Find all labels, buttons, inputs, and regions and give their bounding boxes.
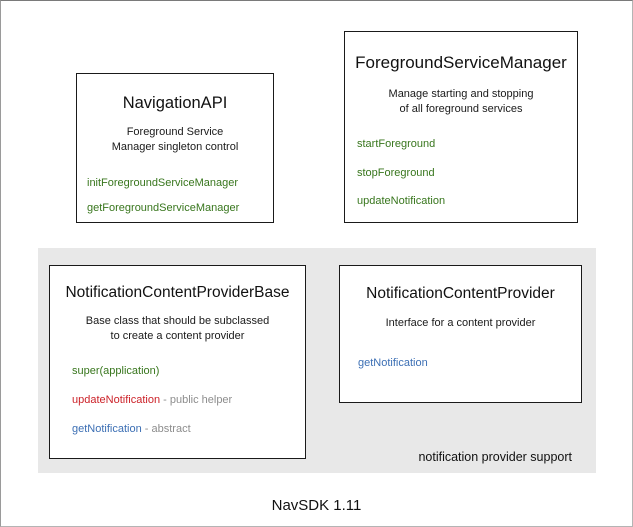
- class-box-navigation-api[interactable]: NavigationAPI Foreground Service Manager…: [76, 73, 274, 223]
- class-description-line: Foreground Service: [126, 126, 224, 139]
- member-list-notification-content-provider-base: super(application) updateNotification - …: [50, 364, 305, 437]
- class-title-notification-content-provider-base: NotificationContentProviderBase: [65, 284, 290, 301]
- member-row[interactable]: updateNotification: [357, 194, 577, 208]
- group-panel-label: notification provider support: [418, 450, 572, 464]
- class-description-foreground-service-manager: Manage starting and stopping of all fore…: [345, 87, 577, 117]
- member-row[interactable]: initForegroundServiceManager: [87, 176, 273, 190]
- class-description-line: Base class that should be subclassed: [85, 315, 270, 328]
- class-box-foreground-service-manager[interactable]: ForegroundServiceManager Manage starting…: [344, 31, 578, 223]
- member-list-foreground-service-manager: startForeground stopForeground updateNot…: [345, 137, 577, 208]
- class-title-navigation-api: NavigationAPI: [122, 94, 228, 112]
- class-description-line: Manager singleton control: [111, 140, 239, 153]
- member-row[interactable]: getNotification: [358, 356, 581, 370]
- class-title-foreground-service-manager: ForegroundServiceManager: [355, 53, 567, 72]
- member-row[interactable]: startForeground: [357, 137, 577, 151]
- member-name: startForeground: [357, 138, 436, 151]
- member-name: stopForeground: [357, 166, 435, 179]
- member-name: super(application): [72, 364, 160, 377]
- member-row[interactable]: getForegroundServiceManager: [87, 201, 273, 215]
- member-name: updateNotification: [357, 194, 446, 207]
- member-name: getNotification: [72, 423, 142, 436]
- member-name: updateNotification: [72, 394, 161, 407]
- class-title-notification-content-provider: NotificationContentProvider: [366, 285, 555, 302]
- class-box-notification-content-provider[interactable]: NotificationContentProvider Interface fo…: [339, 265, 582, 403]
- class-description-line: to create a content provider: [110, 329, 245, 342]
- member-row[interactable]: stopForeground: [357, 166, 577, 180]
- class-description-notification-content-provider-base: Base class that should be subclassed to …: [50, 314, 305, 344]
- member-name: getNotification: [358, 356, 428, 369]
- class-description-line: of all foreground services: [399, 102, 523, 115]
- member-row[interactable]: getNotification - abstract: [72, 422, 305, 436]
- member-name: initForegroundServiceManager: [87, 176, 239, 189]
- member-row[interactable]: super(application): [72, 364, 305, 378]
- member-row[interactable]: updateNotification - public helper: [72, 393, 305, 407]
- class-description-line: Interface for a content provider: [385, 317, 536, 330]
- class-description-navigation-api: Foreground Service Manager singleton con…: [77, 125, 273, 155]
- class-description-line: Manage starting and stopping: [388, 87, 534, 100]
- member-note: - public helper: [160, 394, 233, 407]
- member-list-navigation-api: initForegroundServiceManager getForegrou…: [77, 176, 273, 216]
- footer-caption: NavSDK 1.11: [271, 497, 362, 514]
- class-box-notification-content-provider-base[interactable]: NotificationContentProviderBase Base cla…: [49, 265, 306, 459]
- member-note: - abstract: [141, 423, 191, 436]
- member-list-notification-content-provider: getNotification: [340, 356, 581, 370]
- class-description-notification-content-provider: Interface for a content provider: [340, 316, 581, 331]
- member-name: getForegroundServiceManager: [87, 202, 240, 215]
